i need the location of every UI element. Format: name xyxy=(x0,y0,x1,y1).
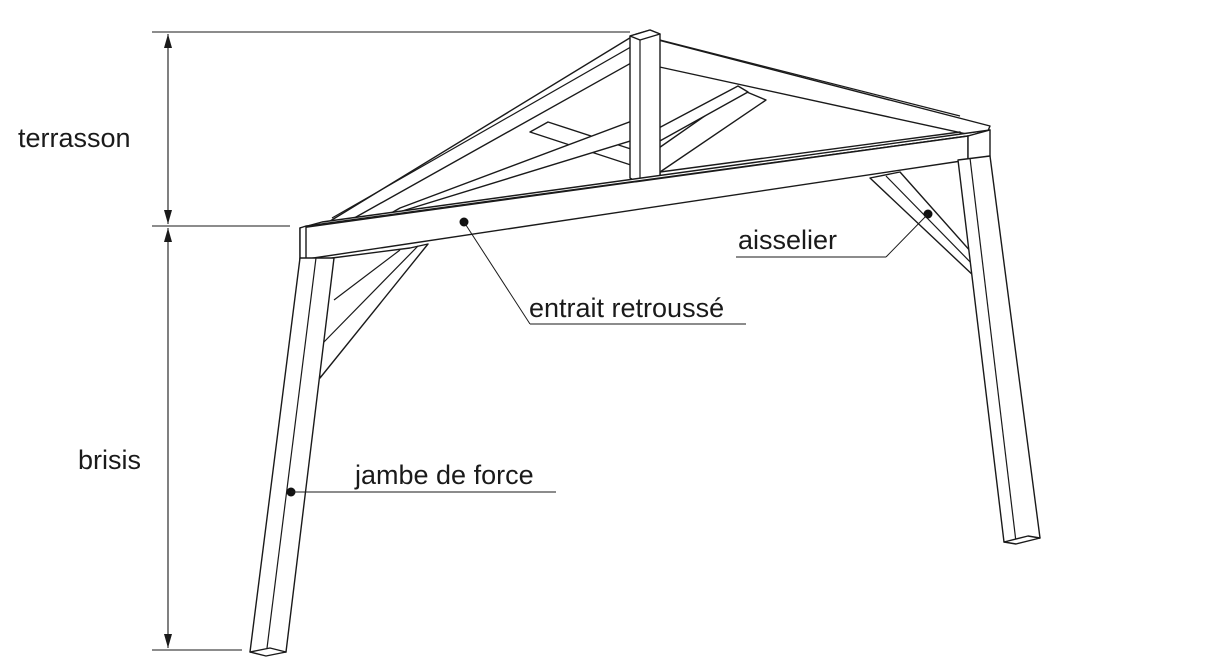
label-entrait-retrousse: entrait retroussé xyxy=(529,293,725,323)
label-jambe-de-force: jambe de force xyxy=(355,460,534,490)
left-brace xyxy=(317,243,429,379)
right-leg xyxy=(957,155,1041,545)
left-leg xyxy=(249,257,335,657)
dimension-terrasson xyxy=(152,31,630,227)
dimension-brisis xyxy=(152,228,242,651)
leader-jambe xyxy=(286,487,556,497)
label-aisselier: aisselier xyxy=(738,225,838,255)
label-brisis: brisis xyxy=(78,445,142,475)
leader-entrait xyxy=(459,217,746,325)
leader-aisselier xyxy=(736,209,933,258)
entrait-beam xyxy=(299,129,991,261)
label-terrasson: terrasson xyxy=(18,123,131,153)
king-post xyxy=(629,29,661,185)
